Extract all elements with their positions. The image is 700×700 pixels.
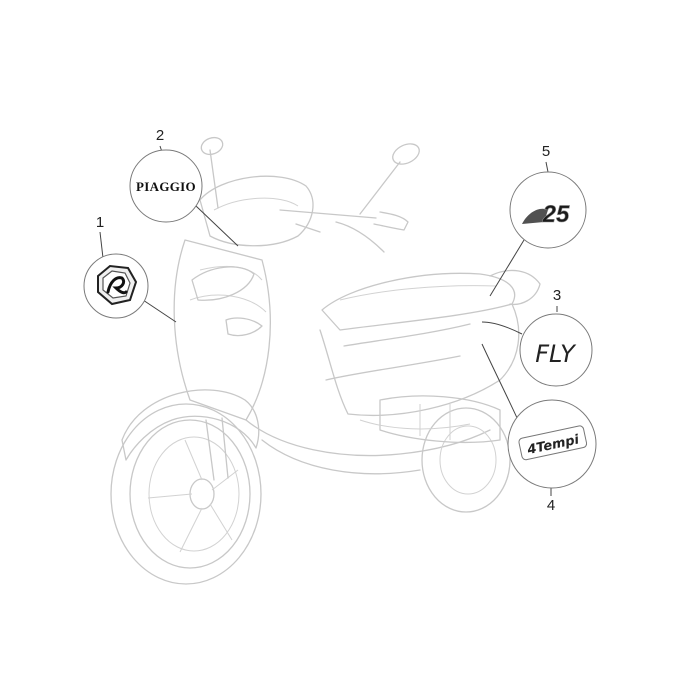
- piaggio-logo-text: PIAGGIO: [136, 179, 196, 194]
- fly-badge-text: FLY: [535, 340, 577, 368]
- callout-2: 2 PIAGGIO: [129, 127, 239, 247]
- callout-number-4: 4: [547, 497, 555, 514]
- scooter-outline: [110, 136, 541, 585]
- callout-4: 4 4Tempi: [481, 343, 597, 514]
- callout-number-5: 5: [542, 143, 550, 160]
- displacement-badge-text: 25: [542, 201, 570, 228]
- logo-bubble: [129, 149, 203, 223]
- callout-number-2: 2: [156, 127, 164, 144]
- callout-number-1: 1: [96, 214, 104, 231]
- callout-number-3: 3: [553, 287, 561, 304]
- model-bubble: [519, 313, 593, 387]
- callout-5: 5 25: [489, 143, 587, 297]
- piaggio-emblem-icon: [97, 264, 138, 306]
- callout-3: 3 FLY: [481, 287, 593, 387]
- swoosh-icon: [522, 208, 548, 224]
- callout-1: 1: [83, 214, 177, 323]
